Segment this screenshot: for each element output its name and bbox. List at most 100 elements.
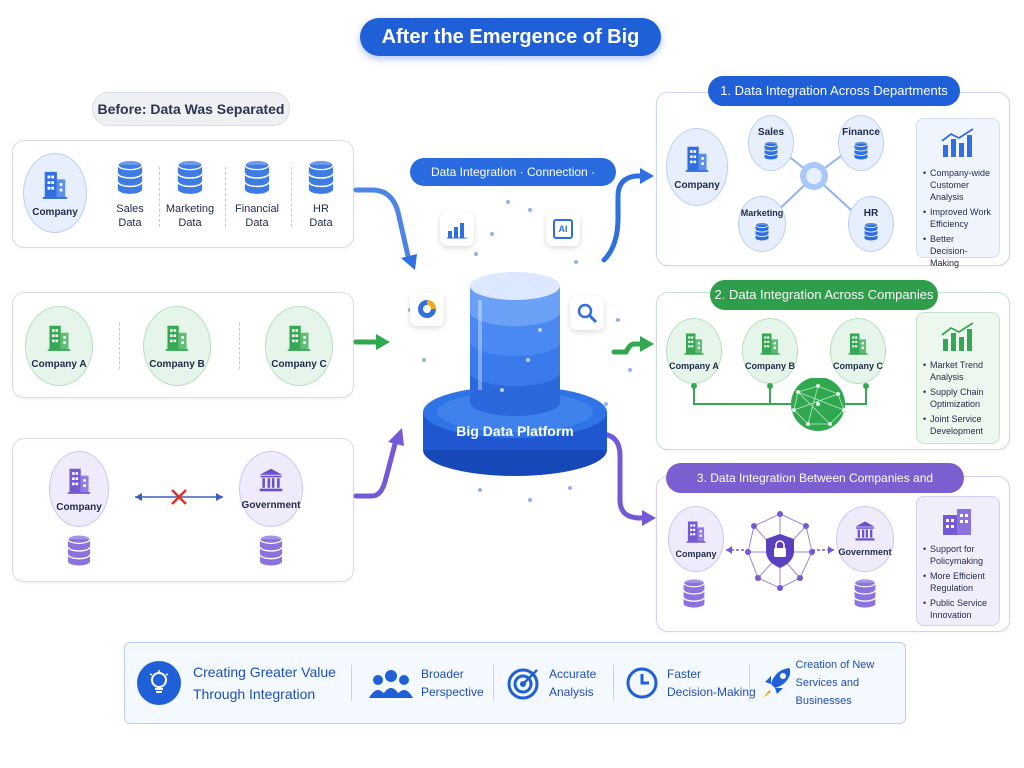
dept-item-sales: Sales Data	[105, 159, 155, 230]
database-icon	[257, 534, 285, 568]
blocked-connection-icon	[135, 489, 223, 505]
page-title: After the Emergence of Big Data	[360, 18, 661, 86]
big-data-platform-graphic	[408, 200, 632, 502]
company-network	[691, 378, 869, 431]
company-node: Company	[49, 451, 109, 527]
company-b-node: Company B	[143, 306, 211, 386]
left-panel-departments: Company Sales Data Marketing Data Financ…	[12, 140, 354, 248]
benefit-item: Better Decision-Making	[923, 233, 993, 269]
pie-chart-tile	[410, 292, 444, 326]
building-icon	[41, 168, 69, 200]
database-icon	[853, 141, 869, 161]
government-building-icon	[943, 509, 971, 535]
divider	[159, 167, 160, 227]
benefit-item: Public Service Innovation	[923, 597, 993, 621]
government-icon	[854, 520, 876, 542]
government-node: Government	[239, 451, 303, 527]
rocket-icon	[763, 668, 790, 698]
benefit-faster-decision: Faster Decision-Making	[625, 653, 756, 713]
building-icon	[66, 465, 92, 495]
database-icon	[65, 534, 93, 568]
section-1-benefits: Company-wide Customer Analysis Improved …	[916, 118, 1000, 268]
section-2-header: 2. Data Integration Across Companies	[710, 280, 938, 310]
divider	[119, 323, 120, 369]
benefit-item: Improved Work Efficiency	[923, 206, 993, 230]
building-icon	[759, 330, 781, 356]
center-tagline: Data Integration · Connection · Analysis	[410, 158, 616, 207]
building-icon	[164, 322, 190, 352]
dept-item-financial: Financial Data	[231, 159, 283, 230]
section-3-benefits: Support for Policymaking More Efficient …	[916, 496, 1000, 626]
company-label: Company	[32, 206, 78, 218]
search-tile	[570, 296, 604, 330]
divider	[239, 323, 240, 369]
government-icon	[258, 467, 284, 493]
pie-chart-icon	[418, 300, 436, 318]
magnifier-icon	[577, 303, 598, 324]
dept-node-sales: Sales	[748, 115, 794, 171]
database-icon	[763, 141, 779, 161]
section-1-header: 1. Data Integration Across Departments	[708, 76, 960, 106]
ai-chip-tile: AI	[546, 212, 580, 246]
divider	[613, 665, 614, 701]
database-icon	[863, 222, 879, 242]
growth-chart-icon	[941, 322, 974, 351]
dept-node-marketing: Marketing	[738, 196, 786, 252]
bottom-benefits-bar: Creating Greater Value Through Integrati…	[124, 642, 906, 724]
section-2-company-b: Company B	[742, 318, 798, 384]
database-icon	[116, 159, 144, 197]
bar-chart-tile	[440, 212, 474, 246]
building-icon	[286, 322, 312, 352]
database-icon	[243, 159, 271, 197]
benefit-greater-value: Creating Greater Value Through Integrati…	[137, 653, 336, 713]
platform-label: Big Data Platform	[456, 423, 574, 439]
database-icon	[681, 578, 707, 610]
building-icon	[46, 322, 72, 352]
section-1-company-node: Company	[666, 128, 728, 206]
people-group-icon	[369, 670, 413, 698]
section-3-company-node: Company	[668, 506, 724, 572]
benefit-item: Company-wide Customer Analysis	[923, 167, 993, 203]
divider	[351, 665, 352, 701]
company-node: Company	[23, 153, 87, 233]
section-3-header: 3. Data Integration Between Companies an…	[666, 463, 964, 515]
section-2-company-c: Company C	[830, 318, 886, 384]
benefit-broader-perspective: Broader Perspective	[369, 653, 484, 713]
section-2-benefits: Market Trend Analysis Supply Chain Optim…	[916, 312, 1000, 444]
divider	[749, 665, 750, 701]
building-icon	[847, 330, 869, 356]
target-icon	[507, 668, 539, 700]
dept-item-hr: HR Data	[297, 159, 345, 230]
database-icon	[176, 159, 204, 197]
divider	[291, 167, 292, 227]
company-c-node: Company C	[265, 306, 333, 386]
benefit-item: More Efficient Regulation	[923, 570, 993, 594]
benefit-new-services: Creation of New Services and Businesses	[761, 653, 905, 713]
database-icon	[852, 578, 878, 610]
left-panel-companies: Company A Company B Company C	[12, 292, 354, 398]
bar-chart-icon	[447, 223, 467, 239]
database-icon	[307, 159, 335, 197]
lightbulb-icon	[137, 661, 181, 705]
secure-exchange-network	[726, 511, 834, 591]
left-panel-gov: Company Government	[12, 438, 354, 582]
benefit-item: Support for Policymaking	[923, 543, 993, 567]
building-icon	[684, 143, 710, 173]
benefit-item: Supply Chain Optimization	[923, 386, 993, 410]
section-3-government-node: Government	[836, 506, 894, 572]
clock-icon	[626, 667, 658, 699]
ai-chip-icon: AI	[553, 219, 573, 239]
dept-item-marketing: Marketing Data	[163, 159, 217, 230]
dept-node-hr: HR	[848, 196, 894, 252]
benefit-accurate-analysis: Accurate Analysis	[507, 653, 596, 713]
building-icon	[683, 330, 705, 356]
building-icon	[685, 518, 707, 544]
database-icon	[754, 222, 770, 242]
section-2-company-a: Company A	[666, 318, 722, 384]
divider	[493, 665, 494, 701]
benefit-item: Joint Service Development	[923, 413, 993, 437]
growth-chart-icon	[941, 128, 974, 157]
benefit-item: Market Trend Analysis	[923, 359, 993, 383]
company-a-node: Company A	[25, 306, 93, 386]
dept-node-finance: Finance	[838, 115, 884, 171]
